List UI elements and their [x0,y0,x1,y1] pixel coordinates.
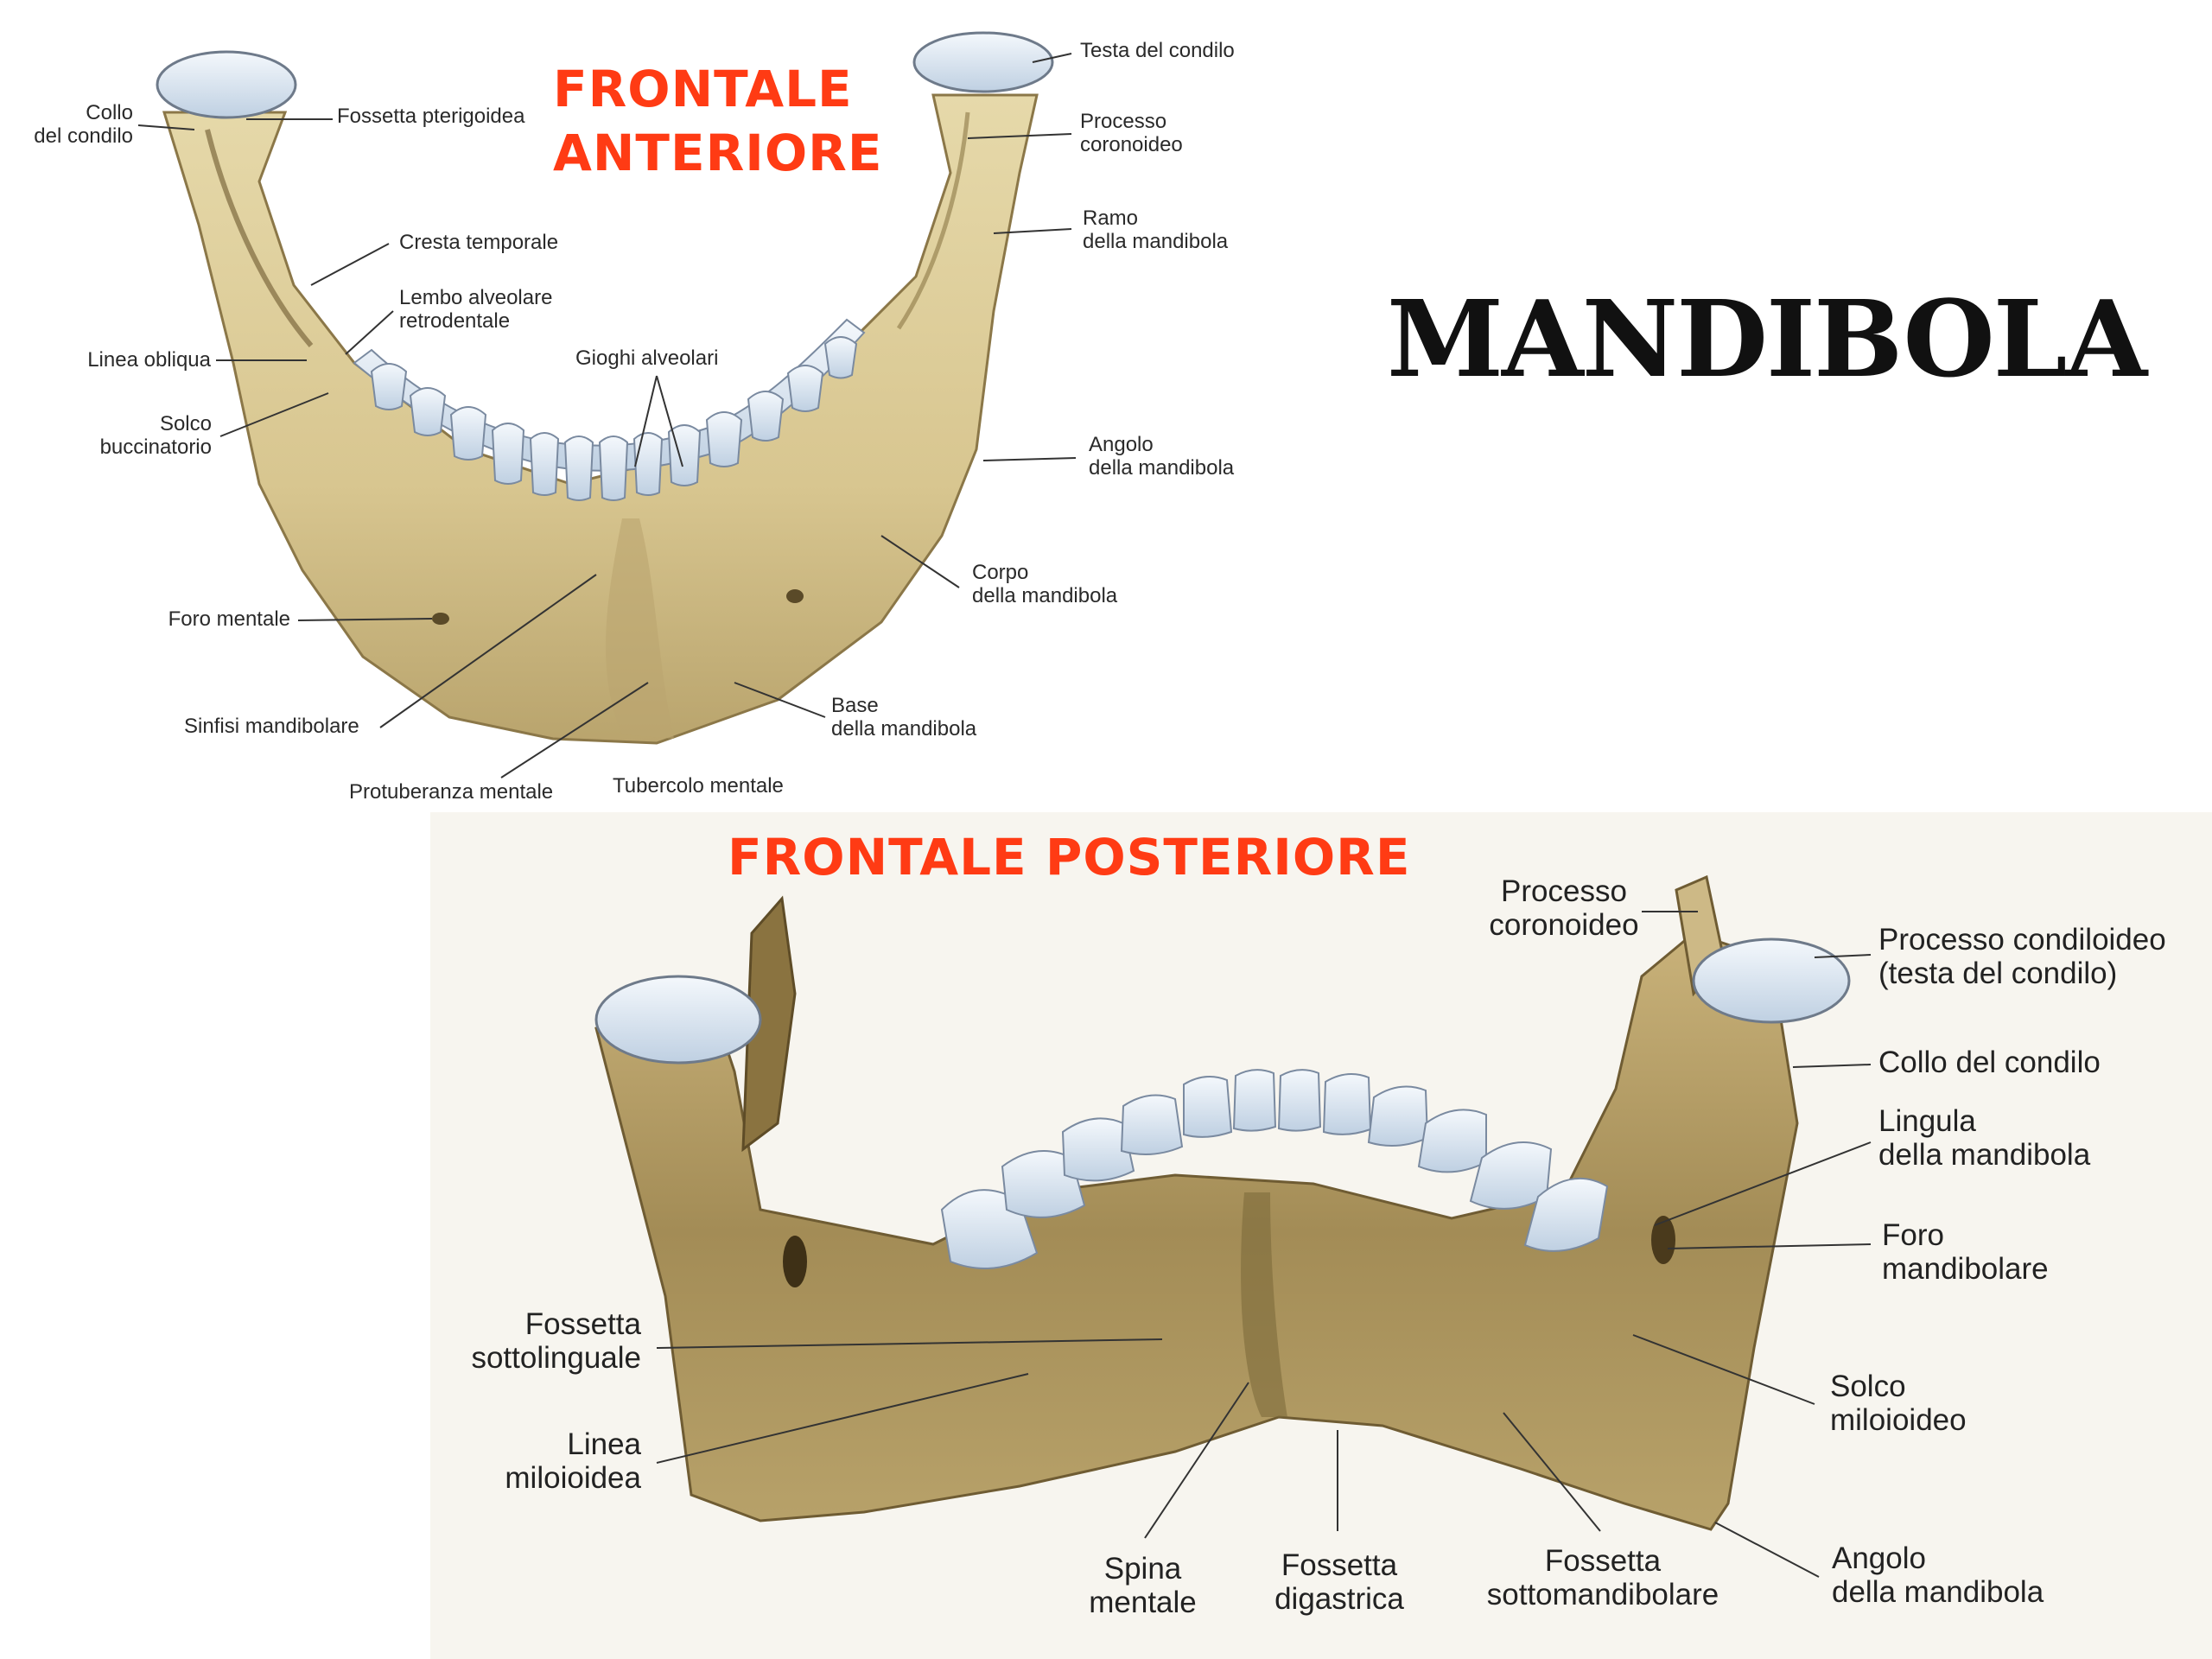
label-line: miloioidea [505,1461,641,1496]
label-line: sottolinguale [471,1341,641,1376]
label-fossetta-pterigoidea: Fossetta pterigoidea [337,105,525,128]
label-line: (testa del condilo) [1878,957,2118,991]
label-line: Solco [159,412,212,435]
label-line: buccinatorio [99,435,212,459]
label-line: Linea [567,1427,641,1461]
label-foro-mandibolare: Foro mandibolare [1882,1218,2049,1286]
label-gioghi-alveolari: Gioghi alveolari [575,346,719,370]
label-line: Angolo [1832,1541,1926,1575]
label-line: coronoideo [1489,908,1639,943]
posterior-teeth [940,1069,1609,1269]
anterior-bone-body [162,93,1039,745]
label-linea-miloioidea: Linea miloioidea [415,1427,641,1495]
label-line: Processo [1080,110,1167,133]
label-line: della mandibola [972,583,1118,607]
label-line: Fossetta [1544,1544,1662,1578]
label-fossetta-sottolinguale: Fossetta sottolinguale [415,1307,641,1375]
posterior-condyle-left [594,975,762,1065]
label-collo-condilo: Collo del condilo [0,101,133,149]
label-line: della mandibola [1832,1575,2044,1610]
label-line: Solco [1830,1370,1906,1403]
label-solco-miloioideo: Solco miloioideo [1830,1370,1967,1437]
label-line: della mandibola [1083,229,1229,253]
label-line: della mandibola [1089,455,1235,480]
label-line: della mandibola [831,716,977,741]
label-line: miloioideo [1830,1403,1967,1438]
anterior-mental-foramen-left [432,613,449,625]
label-corpo: Corpo della mandibola [972,561,1118,608]
label-line: coronoideo [1080,132,1183,156]
label-line: digastrica [1274,1582,1404,1617]
label-line: mentale [1089,1586,1197,1620]
label-line: Processo [1501,874,1627,908]
posterior-shade-center [1241,1192,1287,1417]
label-sinfisi: Sinfisi mandibolare [184,715,359,738]
label-processo-coronoideo-ant: Processo coronoideo [1080,110,1183,157]
label-line: Fossetta [524,1307,641,1341]
label-foro-mentale: Foro mentale [168,607,290,631]
anterior-condyle-right [912,31,1054,93]
main-title: MANDIBOLA [1387,276,2147,401]
label-line: Foro [1882,1218,1944,1252]
posterior-condyle-right [1692,938,1851,1024]
label-line: Fossetta [1281,1548,1398,1582]
label-line: mandibolare [1882,1252,2049,1287]
label-line: sottomandibolare [1486,1578,1719,1612]
anterior-mental-foramen-right [786,589,804,603]
label-line: Processo condiloideo [1878,923,2166,957]
label-angolo-ant: Angolo della mandibola [1089,433,1235,480]
label-fossetta-sottomandibolare: Fossetta sottomandibolare [1460,1544,1745,1611]
label-line: Spina [1103,1552,1182,1586]
label-cresta-temporale: Cresta temporale [399,231,559,254]
label-protuberanza: Protuberanza mentale [349,780,554,804]
label-lembo-alveolare: Lembo alveolare retrodentale [399,286,553,334]
label-line: Ramo [1083,207,1139,230]
anterior-notch-left [205,129,314,347]
anterior-condyle-left [156,50,297,119]
leader-lines [137,53,1872,1578]
label-line: della mandibola [1878,1138,2091,1173]
label-line: Corpo [972,561,1029,584]
label-linea-obliqua: Linea obliqua [87,348,211,372]
posterior-mandible [594,874,1851,1531]
label-fossetta-digastrica: Fossetta digastrica [1244,1548,1434,1616]
label-testa-condilo: Testa del condilo [1080,39,1235,62]
label-solco-buccinatorio: Solco buccinatorio [0,412,212,460]
label-spina: Spina mentale [1054,1552,1231,1619]
label-collo-condilo-post: Collo del condilo [1878,1046,2101,1079]
anterior-mandible [156,31,1054,745]
label-line: Lingula [1878,1104,1976,1138]
label-processo-coronoideo-post: Processo coronoideo [1452,874,1676,942]
posterior-coronoid-left [741,895,797,1153]
posterior-mandibular-foramen-right [1651,1216,1675,1264]
anterior-teeth [370,336,858,501]
anterior-heading-line1: FRONTALE [553,60,853,118]
posterior-heading: FRONTALE POSTERIORE [728,828,1411,887]
anterior-notch-right [896,111,970,330]
label-line: Angolo [1089,433,1154,456]
label-ramo: Ramo della mandibola [1083,207,1228,254]
label-processo-condiloideo: Processo condiloideo (testa del condilo) [1878,923,2166,990]
label-line: del condilo [34,124,133,148]
anterior-bone-shade [606,518,674,739]
label-line: retrodentale [399,308,511,333]
label-line: Base [831,694,879,717]
label-base: Base della mandibola [831,694,977,741]
posterior-mandibular-foramen-left [783,1236,807,1287]
anterior-heading-line2: ANTERIORE [553,124,883,182]
label-lingula: Lingula della mandibola [1878,1104,2090,1172]
label-tubercolo: Tubercolo mentale [613,774,784,798]
label-line: Lembo alveolare [399,286,553,309]
label-line: Collo [86,101,133,124]
label-angolo-post: Angolo della mandibola [1832,1541,2044,1609]
